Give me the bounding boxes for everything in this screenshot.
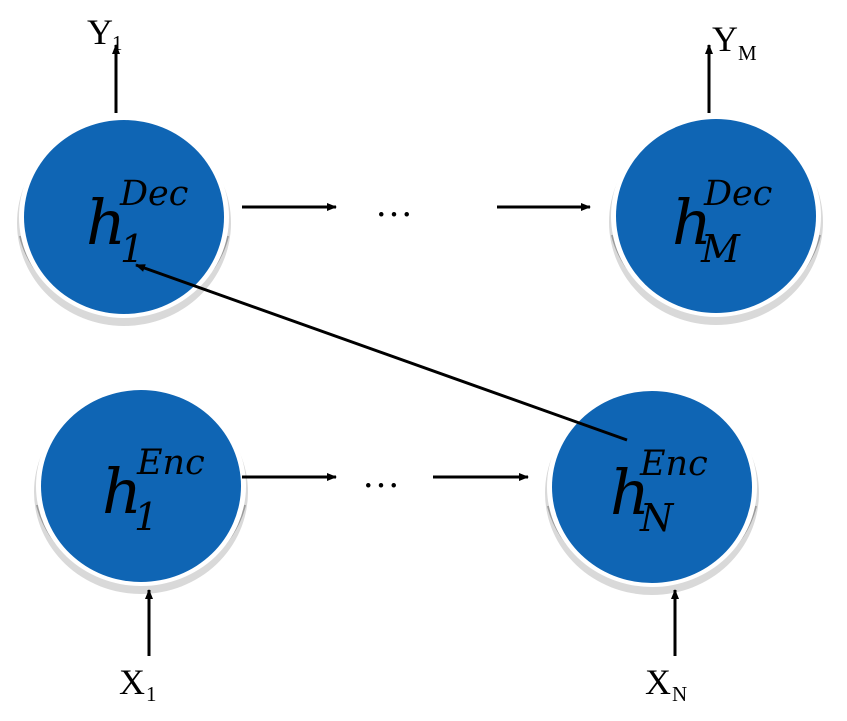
input-label-xn-main: X	[645, 662, 671, 702]
output-label-ym: Y M	[712, 19, 757, 65]
input-label-xn-sub: N	[672, 682, 687, 706]
decoder-node-m: h Dec M	[609, 115, 823, 325]
decoder-node-1-symbol: h	[86, 186, 126, 259]
input-label-x1: X 1	[119, 662, 157, 706]
input-label-x1-main: X	[119, 662, 145, 702]
encoder-node-1-subscript: 1	[134, 495, 158, 539]
context-arrow-enc-n-to-dec-1	[135, 263, 628, 442]
decoder-node-1-subscript: 1	[120, 227, 144, 271]
encoder-node-n: h Enc N	[545, 387, 759, 595]
encoder-node-n-subscript: N	[639, 496, 675, 540]
output-label-y1-sub: 1	[112, 31, 123, 55]
encoder-node-1-superscript: Enc	[136, 443, 205, 483]
output-label-ym-sub: M	[738, 41, 757, 65]
input-label-x1-sub: 1	[146, 682, 157, 706]
encoder-node-n-superscript: Enc	[639, 444, 708, 484]
output-label-ym-main: Y	[712, 19, 738, 59]
encoder-node-1-symbol: h	[102, 455, 142, 528]
output-label-y1-main: Y	[87, 12, 113, 52]
decoder-node-m-subscript: M	[700, 227, 741, 271]
output-label-y1: Y 1	[87, 12, 123, 55]
decoder-node-m-symbol: h	[672, 186, 712, 259]
encoder-node-n-symbol: h	[610, 456, 650, 529]
encoder-node-1: h Enc 1	[34, 386, 248, 594]
encoder-ellipsis: …	[362, 454, 404, 496]
decoder-node-1-superscript: Dec	[119, 174, 188, 214]
input-label-xn: X N	[645, 662, 687, 706]
decoder-ellipsis: …	[375, 183, 417, 225]
decoder-node-1: h Dec 1	[17, 116, 231, 326]
decoder-node-m-superscript: Dec	[703, 174, 772, 214]
